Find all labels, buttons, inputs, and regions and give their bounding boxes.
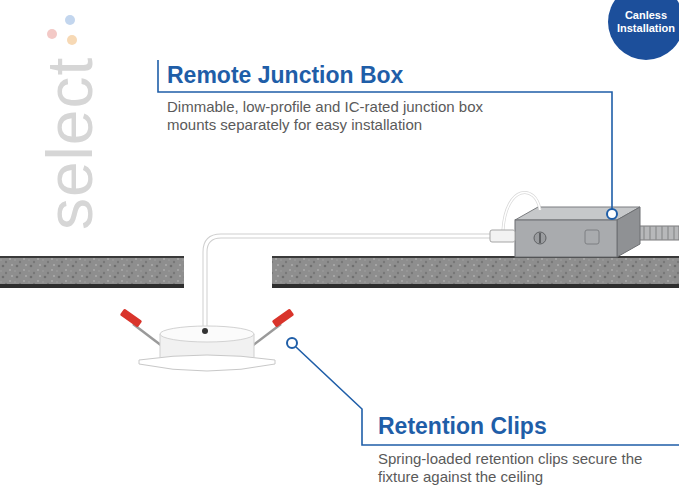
leader-line	[158, 60, 612, 209]
callout-marker	[607, 209, 617, 219]
screw-slot	[539, 233, 541, 243]
drywall-edge	[0, 256, 184, 258]
wire	[503, 192, 540, 230]
callout-text: Spring-loaded retention clips secure the…	[378, 450, 650, 486]
drywall	[272, 257, 679, 287]
retention-clip	[120, 308, 143, 327]
logo-dot	[67, 35, 77, 45]
knockout	[585, 230, 599, 244]
clip-spring	[133, 324, 162, 346]
wiring	[205, 192, 540, 326]
box-screw	[534, 232, 546, 244]
drywall-edge	[0, 284, 184, 288]
callout-heading: Retention Clips	[378, 413, 673, 439]
logo-dots	[47, 15, 77, 45]
clip-spring	[252, 324, 281, 346]
armored-cable	[638, 226, 679, 240]
fixture-cable	[205, 236, 492, 326]
fixture-top	[160, 326, 254, 342]
fixture-cable	[205, 236, 492, 326]
callout-marker	[287, 338, 297, 348]
junction-box	[515, 207, 640, 257]
logo-dot	[65, 15, 75, 25]
wire	[503, 192, 540, 230]
badge-text: Canless Installation	[613, 9, 679, 35]
logo-dot	[47, 29, 57, 39]
callout-text: Dimmable, low-profile and IC-rated junct…	[167, 98, 517, 134]
fixture-trim	[139, 355, 275, 371]
cable-grommet	[202, 328, 208, 334]
leader-lines	[158, 60, 679, 445]
callout-heading: Remote Junction Box	[167, 62, 567, 88]
box-side	[617, 207, 640, 257]
retention-clip	[272, 308, 295, 327]
badge-circle: Canless Installation	[608, 0, 679, 60]
leader-line	[296, 347, 679, 445]
ceiling	[0, 256, 679, 288]
wire-connector	[490, 230, 515, 242]
drywall	[0, 257, 184, 287]
conduit-ribs	[644, 226, 674, 240]
drywall-edge	[272, 284, 679, 288]
box-front	[515, 220, 617, 257]
downlight-fixture	[120, 308, 295, 371]
brand-watermark: select	[39, 60, 101, 230]
conduit	[638, 226, 679, 240]
